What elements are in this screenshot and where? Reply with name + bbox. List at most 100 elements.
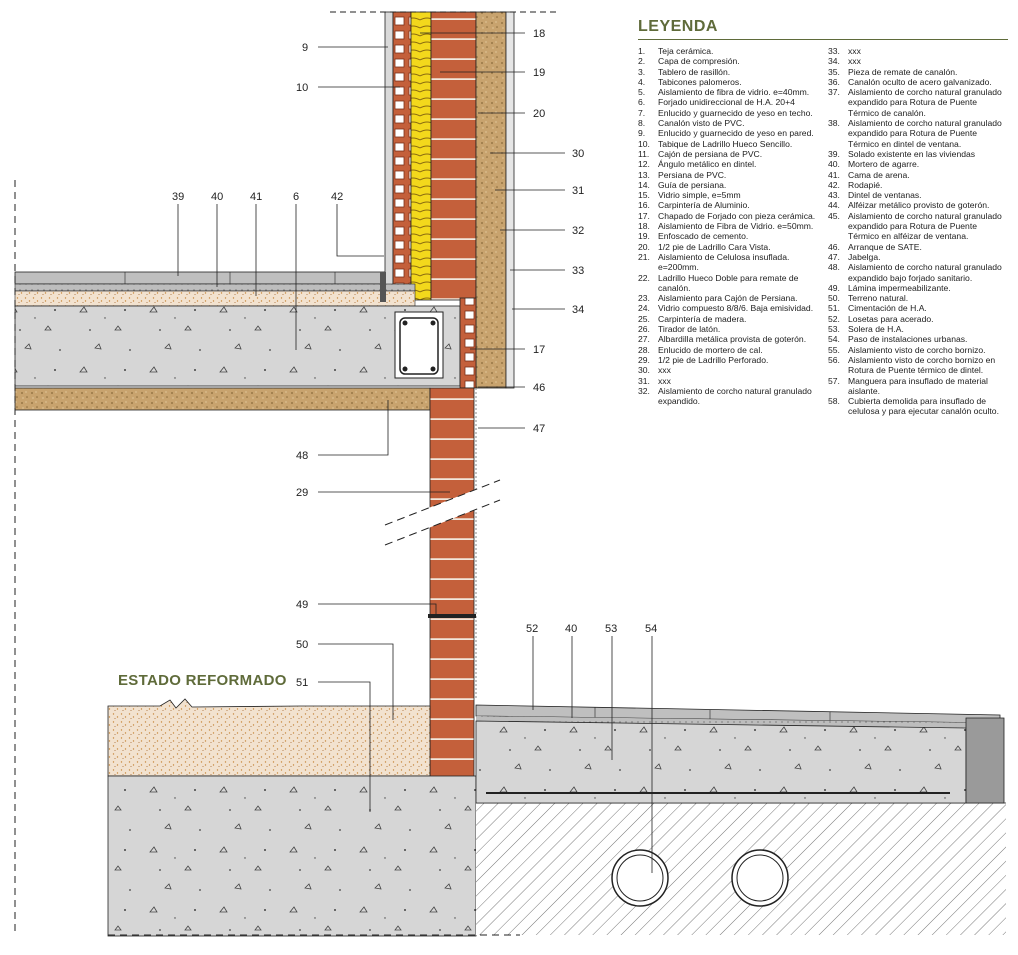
legend-item: 35.Pieza de remate de canalón. (828, 67, 1008, 77)
legend-item: 15.Vidrio simple, e=5mm (638, 190, 828, 200)
legend-item-number: 58. (828, 396, 840, 407)
legend-item: 31.xxx (638, 376, 828, 386)
legend-item-text: Ladrillo Hueco Doble para remate de cana… (658, 272, 799, 293)
legend-item-text: Persiana de PVC. (658, 169, 727, 180)
legend-item: 36.Canalón oculto de acero galvanizado. (828, 77, 1008, 87)
legend-item-text: Lámina impermeabilizante. (848, 282, 951, 293)
legend-item-number: 43. (828, 190, 840, 201)
legend-item: 53.Solera de H.A. (828, 324, 1008, 334)
legend-item-number: 13. (638, 169, 650, 180)
legend-item: 40. Mortero de agarre. (828, 159, 1008, 169)
legend-item-number: 11. (638, 148, 650, 159)
legend-item-text: Aislamiento de corcho natural granulado … (658, 385, 812, 407)
legend-item-number: 40. (828, 159, 840, 170)
legend-item-number: 5. (638, 87, 646, 98)
legend-item-text: Cama de arena. (848, 169, 910, 180)
legend-item: 33. xxx (828, 46, 1008, 56)
legend-item: 46.Arranque de SATE. (828, 242, 1008, 252)
legend-item-number: 33. (828, 46, 840, 56)
legend-item: 41.Cama de arena. (828, 170, 1008, 180)
legend-item-text: Paso de instalaciones urbanas. (848, 334, 968, 345)
callout-51: 51 (296, 677, 308, 689)
foundation (107, 698, 1006, 937)
legend-item-text: Cajón de persiana de PVC. (658, 148, 763, 159)
legend-item-text: Carpintería de madera. (658, 313, 747, 324)
state-title: ESTADO REFORMADO (118, 672, 287, 689)
legend-item-number: 27. (638, 334, 650, 345)
callout-41: 41 (250, 191, 262, 203)
legend-item-text: Aislamiento para Cajón de Persiana. (658, 293, 798, 304)
legend-item-text: Aislamiento de Fibra de Vidrio. e=50mm. (658, 221, 814, 232)
legend-item-text: Jabelga. (848, 251, 881, 262)
legend-divider (638, 39, 1008, 40)
legend-item-text: Terreno natural. (848, 293, 909, 304)
legend-item-number: 21. (638, 251, 650, 262)
legend-item: 47.Jabelga. (828, 252, 1008, 262)
legend-item-number: 19. (638, 231, 650, 242)
legend-item: 17.Chapado de Forjado con pieza cerámica… (638, 211, 828, 221)
legend-item: 48.Aislamiento de corcho natural granula… (828, 262, 1008, 283)
legend-columns: 1.Teja cerámica.2.Capa de compresión.3.T… (638, 46, 1010, 417)
legend-item-text: Enlucido de mortero de cal. (658, 344, 763, 355)
callout-30: 30 (572, 148, 584, 160)
callout-9: 9 (302, 42, 308, 54)
legend-item-number: 1. (638, 46, 646, 56)
legend-item-number: 46. (828, 241, 840, 252)
legend-item-number: 42. (828, 179, 840, 190)
legend-item-number: 29. (638, 354, 650, 365)
legend-item-number: 57. (828, 375, 840, 386)
legend-item: 9.Enlucido y guarnecido de yeso en pared… (638, 128, 828, 138)
legend-item-number: 48. (828, 262, 840, 273)
legend-item-text: Aislamiento de fibra de vidrio. e=40mm. (658, 87, 810, 98)
legend-item: 19. Enfoscado de cemento. (638, 231, 828, 241)
legend-item: 26.Tirador de latón. (638, 324, 828, 334)
callout-31: 31 (572, 185, 584, 197)
legend-item-text: Albardilla metálica provista de goterón. (658, 334, 807, 345)
legend-item: 25.Carpintería de madera. (638, 314, 828, 324)
legend-item: 13. Persiana de PVC. (638, 170, 828, 180)
legend-item-text: Carpintería de Aluminio. (658, 200, 750, 211)
legend: LEYENDA 1.Teja cerámica.2.Capa de compre… (638, 18, 1010, 417)
legend-item-number: 8. (638, 118, 646, 129)
legend-item-number: 38. (828, 118, 840, 129)
legend-item-number: 22. (638, 272, 650, 283)
legend-item-number: 30. (638, 365, 650, 376)
legend-item-number: 45. (828, 210, 840, 221)
legend-item: 32.Aislamiento de corcho natural granula… (638, 386, 828, 407)
legend-item-text: Chapado de Forjado con pieza cerámica. (658, 210, 816, 221)
legend-item: 29.1/2 pie de Ladrillo Perforado. (638, 355, 828, 365)
floor-slab (14, 271, 477, 411)
legend-item-text: Aislamiento de corcho natural granulado … (848, 118, 1002, 149)
callout-39: 39 (172, 191, 184, 203)
legend-item-number: 3. (638, 66, 646, 77)
legend-item-text: Mortero de agarre. (848, 159, 920, 170)
legend-item-number: 28. (638, 344, 650, 355)
legend-item-number: 39. (828, 148, 840, 159)
legend-item-text: Guía de persiana. (658, 179, 727, 190)
legend-item-text: Cubierta demolida para insuflado de celu… (848, 396, 999, 417)
legend-item: 52.Losetas para acerado. (828, 314, 1008, 324)
legend-item-number: 6. (638, 97, 646, 108)
legend-item-text: Ángulo metálico en dintel. (658, 159, 757, 170)
legend-item-number: 9. (638, 128, 646, 139)
legend-item-number: 20. (638, 241, 650, 252)
legend-item-text: xxx (658, 375, 671, 386)
legend-item-text: xxx (658, 365, 671, 376)
legend-item-number: 52. (828, 313, 840, 324)
legend-item-text: Forjado unidireccional de H.A. 20+4 (658, 97, 795, 108)
legend-item-number: 49. (828, 282, 840, 293)
legend-item-number: 12. (638, 159, 650, 170)
legend-item-text: Enfoscado de cemento. (658, 231, 749, 242)
legend-item-number: 7. (638, 107, 646, 118)
legend-column-left: 1.Teja cerámica.2.Capa de compresión.3.T… (638, 46, 828, 417)
callout-50: 50 (296, 639, 308, 651)
legend-item: 22. Ladrillo Hueco Doble para remate de c… (638, 273, 828, 294)
legend-item: 30. xxx (638, 365, 828, 375)
legend-item-number: 44. (828, 200, 840, 211)
legend-item-number: 10. (638, 138, 650, 149)
legend-item-number: 35. (828, 66, 840, 77)
legend-item-text: xxx (848, 46, 861, 56)
legend-item: 27. Albardilla metálica provista de goter… (638, 334, 828, 344)
legend-item-number: 23. (638, 293, 650, 304)
legend-item-text: Solera de H.A. (848, 324, 904, 335)
